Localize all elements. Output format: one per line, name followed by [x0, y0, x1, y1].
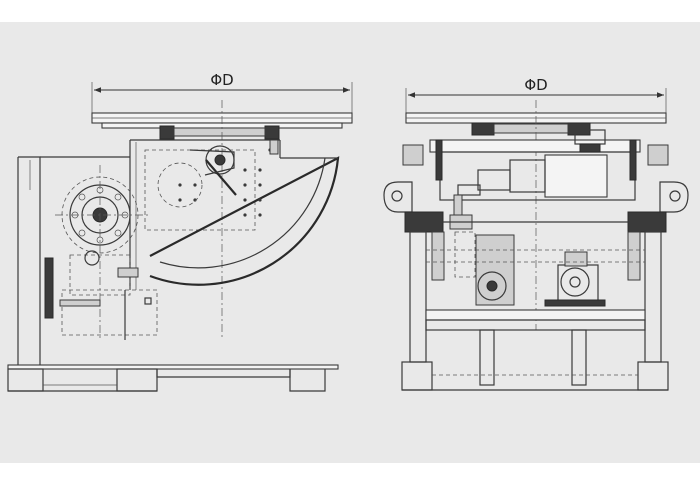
right-dimension-label: ΦD	[524, 76, 547, 94]
left-gear-train	[44, 250, 152, 340]
right-pump	[475, 234, 606, 307]
left-dimension: ΦD	[91, 71, 353, 120]
right-turntable	[405, 100, 667, 330]
left-side-view: ΦD	[7, 71, 353, 392]
right-lugs	[383, 181, 689, 213]
left-dimension-label: ΦD	[210, 71, 233, 89]
left-turntable	[91, 100, 353, 340]
right-frame	[425, 249, 646, 331]
left-slewing-gear	[55, 165, 150, 340]
left-tilt-sector	[149, 140, 340, 286]
left-drive-wheel	[189, 139, 279, 196]
right-posts	[409, 231, 662, 363]
right-motor	[453, 154, 608, 216]
left-base	[7, 364, 339, 392]
right-front-view: ΦD	[383, 76, 689, 391]
right-yoke	[402, 129, 669, 201]
right-base	[401, 329, 669, 391]
left-column	[17, 139, 280, 365]
right-dimension: ΦD	[405, 76, 667, 120]
right-bearings	[404, 211, 667, 233]
